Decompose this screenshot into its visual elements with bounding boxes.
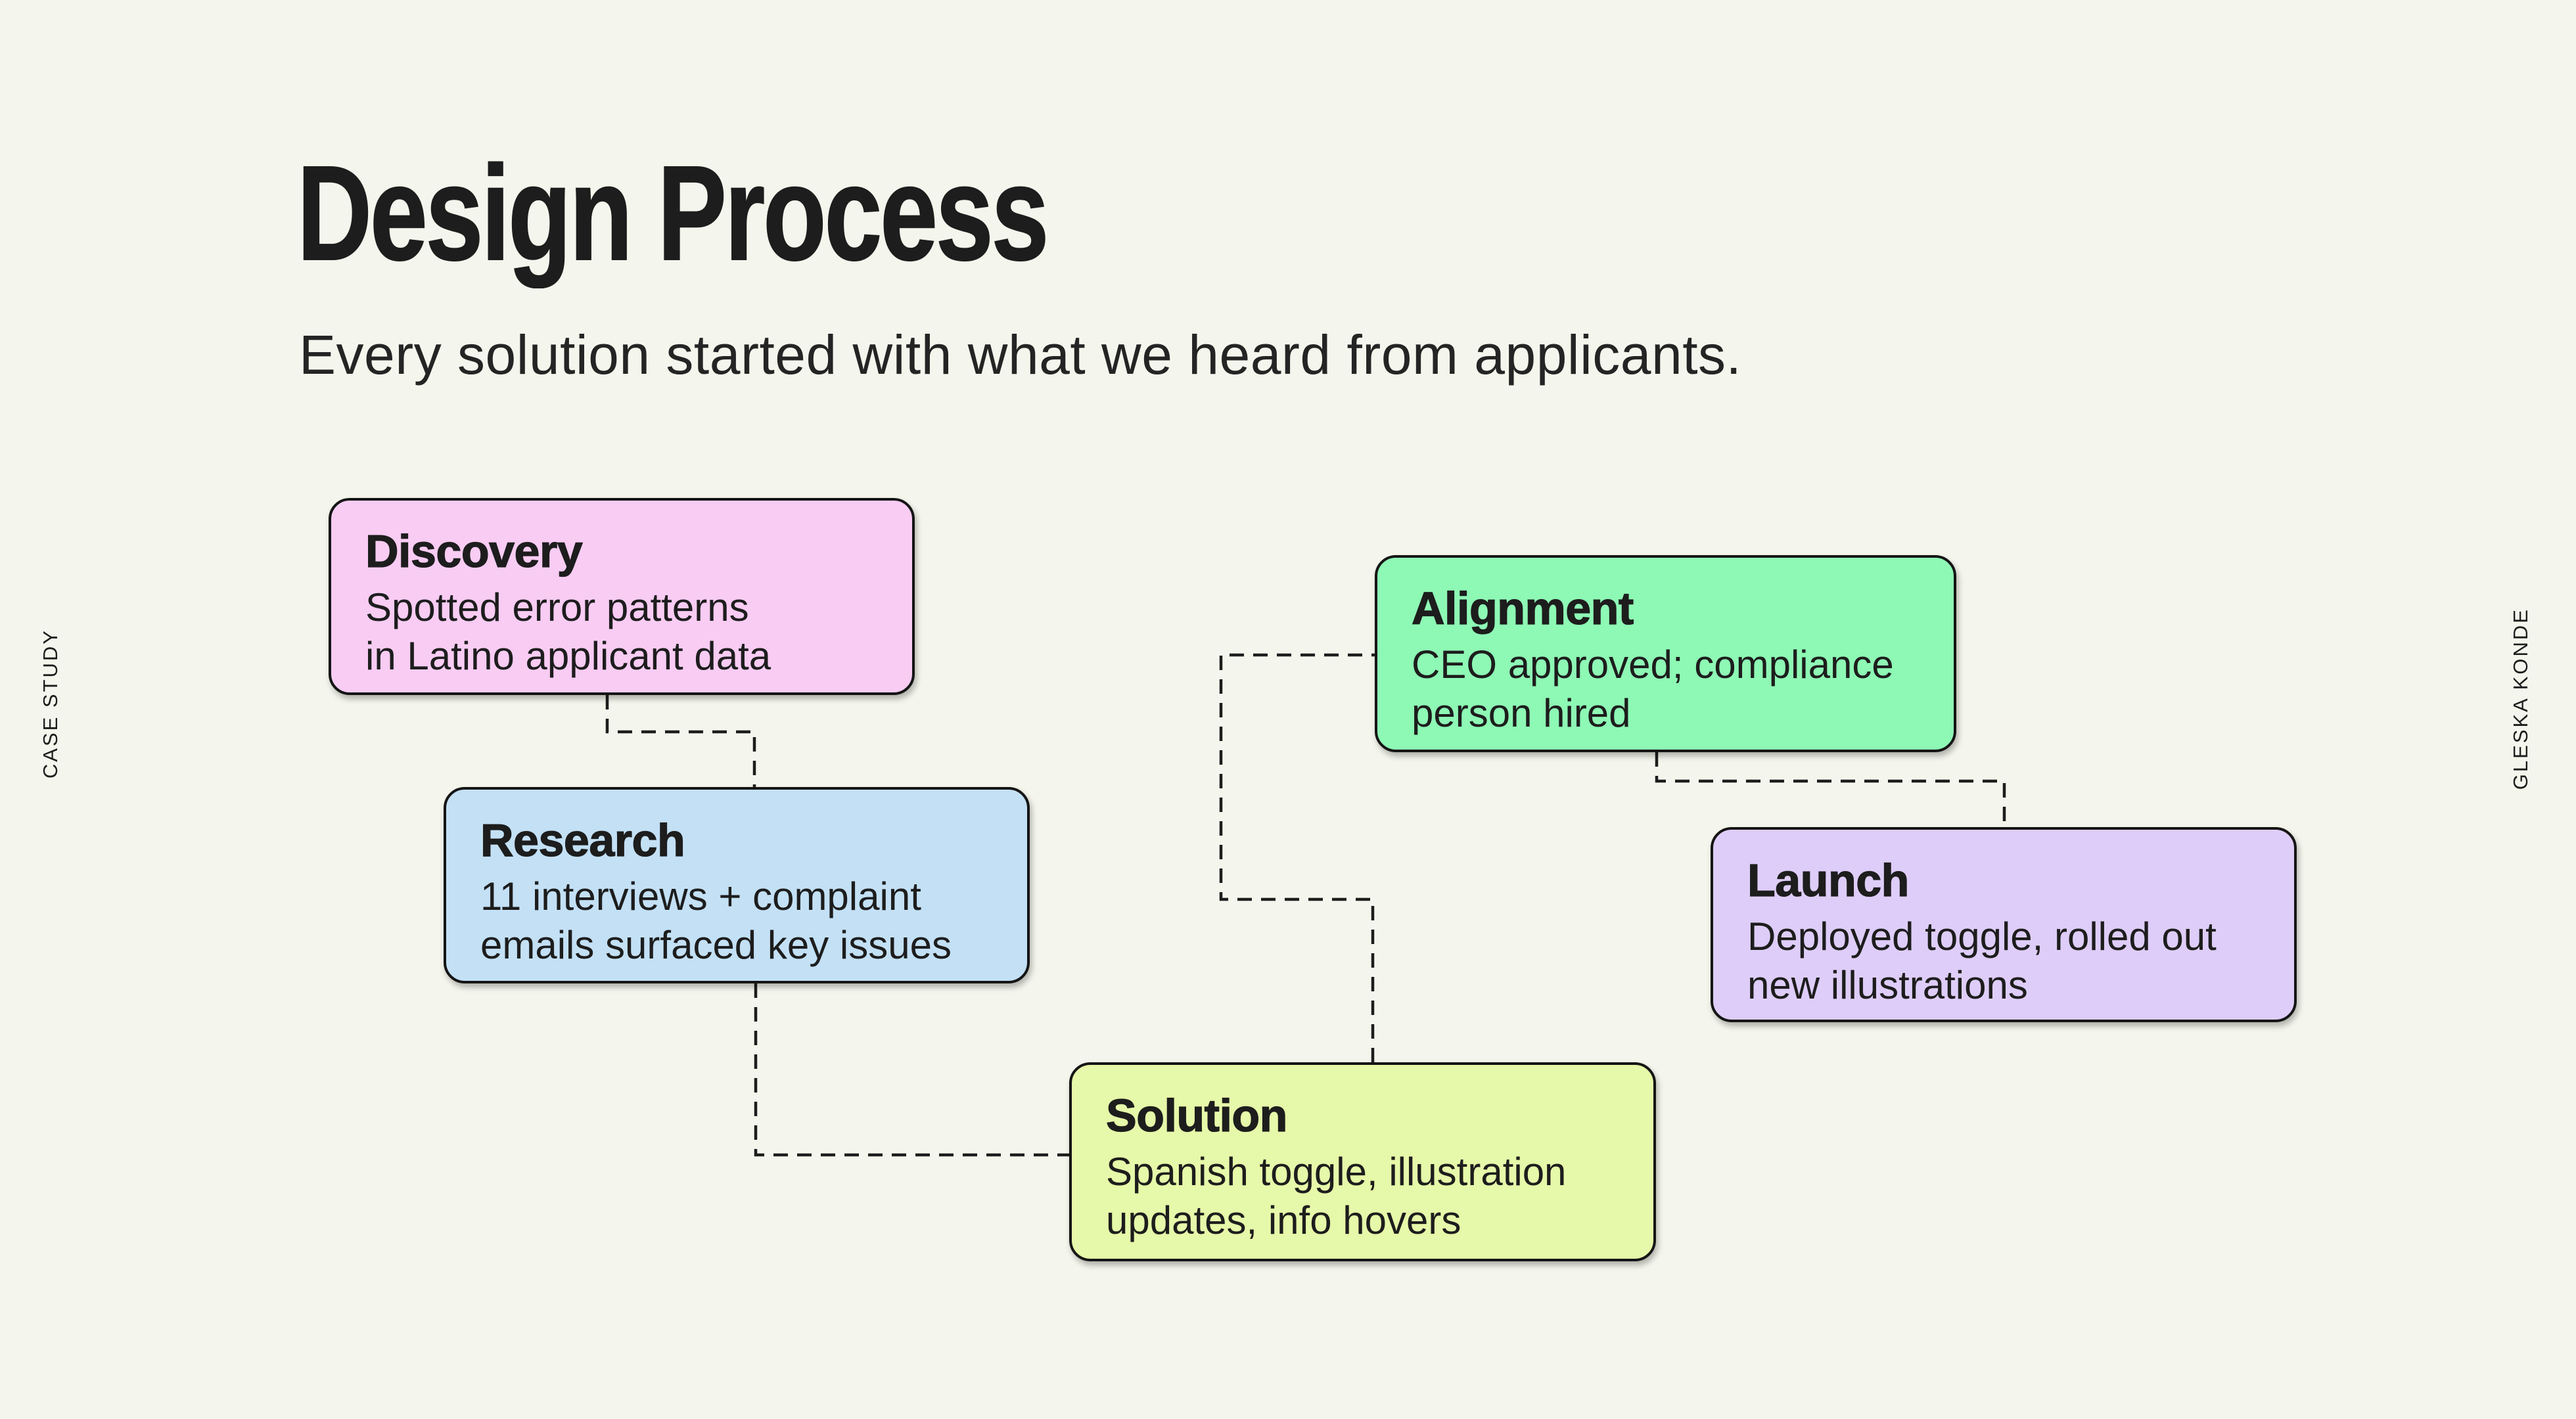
step-description: CEO approved; compliance person hired: [1412, 642, 1894, 736]
connector-solution-to-alignment: [1219, 653, 1375, 1062]
page-title: Design Process: [296, 138, 1049, 288]
step-title: Launch: [1747, 854, 1910, 906]
page-subtitle: Every solution started with what we hear…: [299, 324, 1742, 386]
step-card-solution: Solution Spanish toggle, illustration up…: [1069, 1062, 1656, 1261]
step-title: Alignment: [1411, 582, 1634, 634]
step-description: 11 interviews + complaint emails surface…: [480, 874, 952, 968]
step-description: Spotted error patterns in Latino applica…: [365, 585, 771, 679]
connector-research-to-solution: [754, 983, 1069, 1157]
connector-alignment-to-launch: [1655, 752, 2006, 827]
step-title: Solution: [1105, 1089, 1288, 1141]
step-title: Discovery: [365, 525, 583, 577]
left-margin-label: CASE STUDY: [39, 629, 62, 779]
step-card-discovery: Discovery Spotted error patterns in Lati…: [329, 498, 915, 695]
step-card-launch: Launch Deployed toggle, rolled out new i…: [1711, 827, 2297, 1022]
step-description: Spanish toggle, illustration updates, in…: [1106, 1150, 1567, 1243]
connector-discovery-to-research: [605, 695, 756, 787]
step-card-research: Research 11 interviews + complaint email…: [444, 787, 1030, 983]
right-margin-label: GLESKA KONDE: [2509, 608, 2532, 790]
step-description: Deployed toggle, rolled out new illustra…: [1747, 914, 2217, 1008]
step-card-alignment: Alignment CEO approved; compliance perso…: [1375, 555, 1956, 752]
step-title: Research: [480, 814, 685, 866]
